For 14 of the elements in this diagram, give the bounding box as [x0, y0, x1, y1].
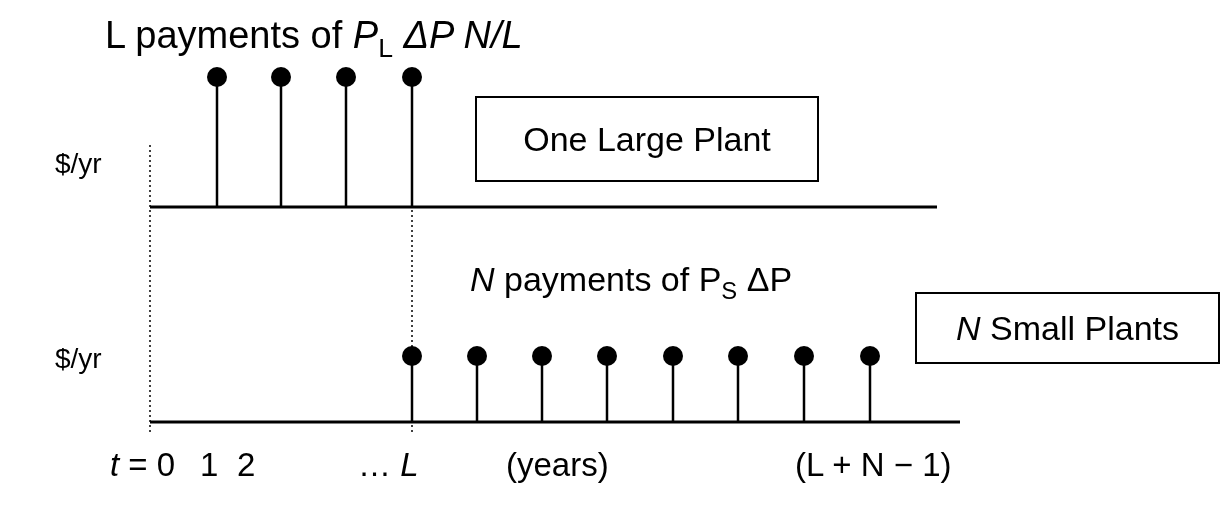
axis-unit-label: $/yr [55, 345, 102, 373]
axis-unit-label: $/yr [55, 150, 102, 178]
series-label: L payments of P$_{L}$ ΔP N/L [105, 16, 523, 62]
tick-label: 1 [200, 448, 219, 481]
series-label: N payments of P$_{S}$ ΔP [470, 262, 793, 303]
tick-label: … L [358, 448, 419, 481]
tick-label: t = 0 [110, 448, 176, 481]
tick-label: 2 [237, 448, 256, 481]
plant-label: N Small Plants [956, 308, 1179, 348]
plant-label: One Large Plant [523, 119, 771, 159]
plant-label-box [475, 96, 819, 182]
plant-label-box [915, 292, 1220, 364]
tick-label: (L + N − 1) [795, 448, 952, 481]
axis-title: (years) [506, 448, 609, 481]
